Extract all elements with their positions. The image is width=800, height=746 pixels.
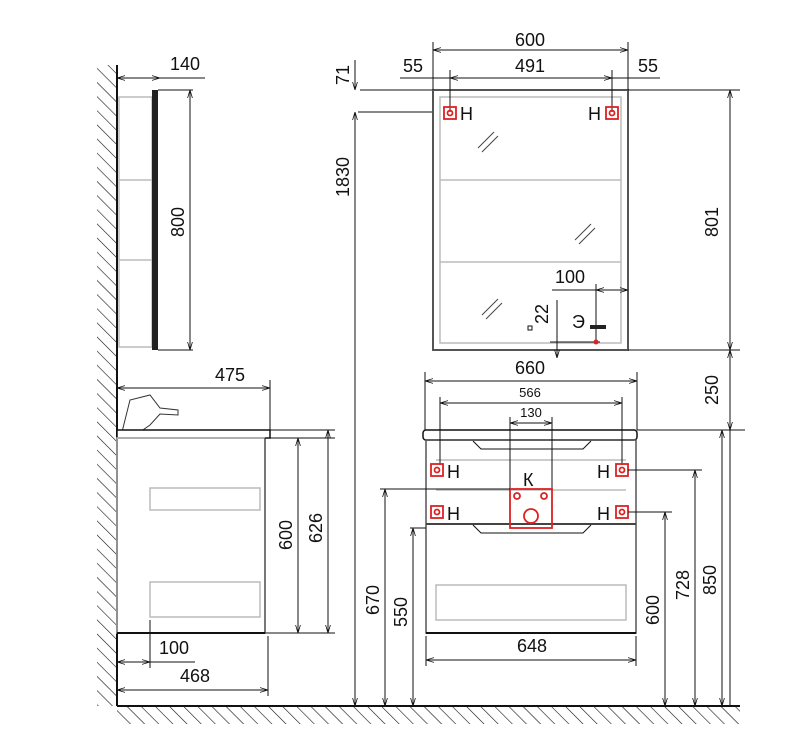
dim-cabinet-depth: 468 (180, 666, 210, 686)
dim-mirror-width: 600 (515, 30, 545, 50)
dim-leg-offset: 100 (159, 638, 189, 658)
dim-upper-holes-height: 728 (673, 570, 693, 600)
dim-side-total-height: 626 (306, 513, 326, 543)
dim-left-margin: 55 (403, 56, 423, 76)
dim-upper-hole-spacing: 566 (519, 385, 541, 400)
svg-text:Н: Н (447, 462, 460, 482)
floor (117, 705, 740, 724)
dim-top-offset: 71 (333, 65, 353, 85)
dim-side-mirror-height: 800 (168, 207, 188, 237)
svg-text:Н: Н (597, 462, 610, 482)
dim-hole-spacing: 491 (515, 56, 545, 76)
vanity-mount-hole-bottom-left: Н (430, 504, 460, 524)
power-label: Э (572, 312, 585, 332)
vanity-mount-hole-top-right: Н (597, 462, 629, 482)
dim-socket-height: 22 (532, 304, 552, 324)
dim-cabinet-height: 600 (643, 595, 663, 625)
mirror-mount-hole-right: Н (588, 104, 619, 124)
drain-outlet: К (509, 470, 553, 529)
power-socket: 100 22 Э (527, 267, 628, 358)
dim-side-mirror-depth: 140 (170, 54, 200, 74)
vanity-mount-hole-bottom-right: Н (597, 504, 629, 524)
side-vanity (116, 394, 271, 634)
dim-mount-height: 1830 (333, 157, 353, 197)
svg-text:Н: Н (597, 504, 610, 524)
svg-text:Н: Н (460, 104, 473, 124)
side-mirror (118, 89, 193, 351)
front-vanity (422, 429, 638, 634)
dim-gap: 250 (702, 375, 722, 405)
dim-top-height: 850 (700, 565, 720, 595)
svg-text:Н: Н (588, 104, 601, 124)
front-mirror (432, 89, 629, 351)
dim-right-margin: 55 (638, 56, 658, 76)
svg-text:Н: Н (447, 504, 460, 524)
dim-top-width: 660 (515, 358, 545, 378)
drain-label: К (523, 470, 534, 490)
dim-cabinet-width: 648 (517, 636, 547, 656)
wall (97, 65, 118, 706)
dim-side-cabinet-height: 600 (276, 520, 296, 550)
dim-lower-hole-height: 550 (391, 597, 411, 627)
dim-drain-height: 670 (363, 585, 383, 615)
dim-mirror-height: 801 (702, 207, 722, 237)
dim-side-depth: 475 (215, 365, 245, 385)
mirror-mount-hole-left: Н (443, 104, 473, 124)
dim-drain-width: 130 (520, 405, 542, 420)
vanity-mount-hole-top-left: Н (430, 462, 460, 482)
dim-socket-offset: 100 (555, 267, 585, 287)
